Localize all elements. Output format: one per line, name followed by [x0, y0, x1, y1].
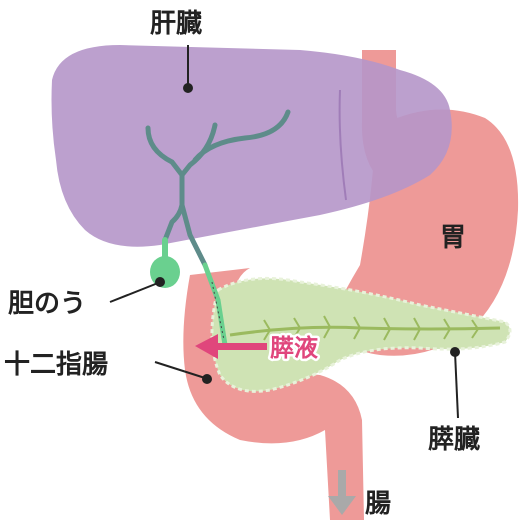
- duodenum-label: 十二指腸: [4, 350, 108, 380]
- liver-label: 肝臓: [150, 9, 202, 39]
- stomach-label: 胃: [440, 223, 466, 253]
- pancreatic-juice-label: 膵液: [270, 334, 318, 362]
- intestine-label: 腸: [365, 489, 391, 519]
- gallbladder-pointer-dot: [155, 277, 165, 287]
- gallbladder-label: 胆のう: [8, 289, 86, 319]
- pancreas-pointer-dot: [450, 347, 460, 357]
- pancreas-label: 膵臓: [428, 425, 480, 455]
- liver-pointer-dot: [183, 83, 193, 93]
- duodenum-pointer-dot: [202, 374, 212, 384]
